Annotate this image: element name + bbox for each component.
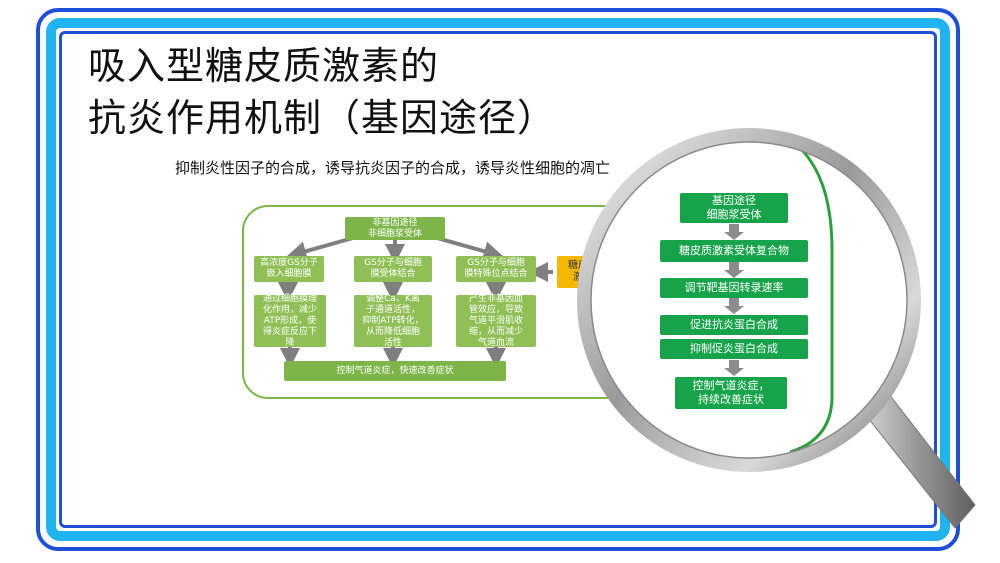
box-non-genomic: 非基因途径 非细胞浆受体 — [345, 217, 445, 240]
slide-subtitle: 抑制炎性因子的合成，诱导抗炎因子的合成，诱导炎性细胞的凋亡 — [175, 159, 611, 177]
magnifier-rim — [577, 128, 921, 472]
zoom-step-promote-anti-inflammatory: 促进抗炎蛋白合成 — [660, 315, 808, 335]
slide-title: 吸入型糖皮质激素的 抗炎作用机制（基因途径） — [88, 40, 556, 144]
zoom-step-inhibit-pro-inflammatory: 抑制促炎蛋白合成 — [660, 339, 808, 359]
box-branch-1-head: 高浓度GS分子 嵌入细胞膜 — [254, 256, 324, 282]
box-control-inflammation-fast: 控制气道炎症，快速改善症状 — [284, 361, 506, 381]
zoom-step-receptor-complex: 糖皮质激素受体复合物 — [660, 240, 808, 262]
box-branch-2-detail: 调整Ca、K离 子通道活性， 抑制ATP转化， 从而降低细胞 活性 — [354, 294, 432, 348]
box-branch-3-detail: 产生非基因血 管效应，导致 气道平滑肌收 缩，从而减少 气道血流 — [456, 294, 536, 348]
box-branch-3-head: GS分子与细胞 膜特殊位点结合 — [456, 256, 536, 282]
title-line-1: 吸入型糖皮质激素的 — [88, 44, 440, 88]
zoom-step-genomic-pathway: 基因途径 细胞浆受体 — [680, 193, 788, 223]
box-branch-2-head: GS分子与细胞 膜受体结合 — [354, 256, 432, 282]
magnified-arrows — [724, 224, 744, 376]
magnified-frame-edge — [789, 146, 834, 454]
title-line-2: 抗炎作用机制（基因途径） — [88, 96, 557, 140]
zoom-step-regulate-transcription: 调节靶基因转录速率 — [660, 278, 808, 298]
box-branch-1-detail: 通过细胞膜理 化作用，减少 ATP形成，使 得炎症反应下 降 — [254, 294, 326, 348]
zoom-step-sustained-control: 控制气道炎症， 持续改善症状 — [675, 377, 787, 409]
